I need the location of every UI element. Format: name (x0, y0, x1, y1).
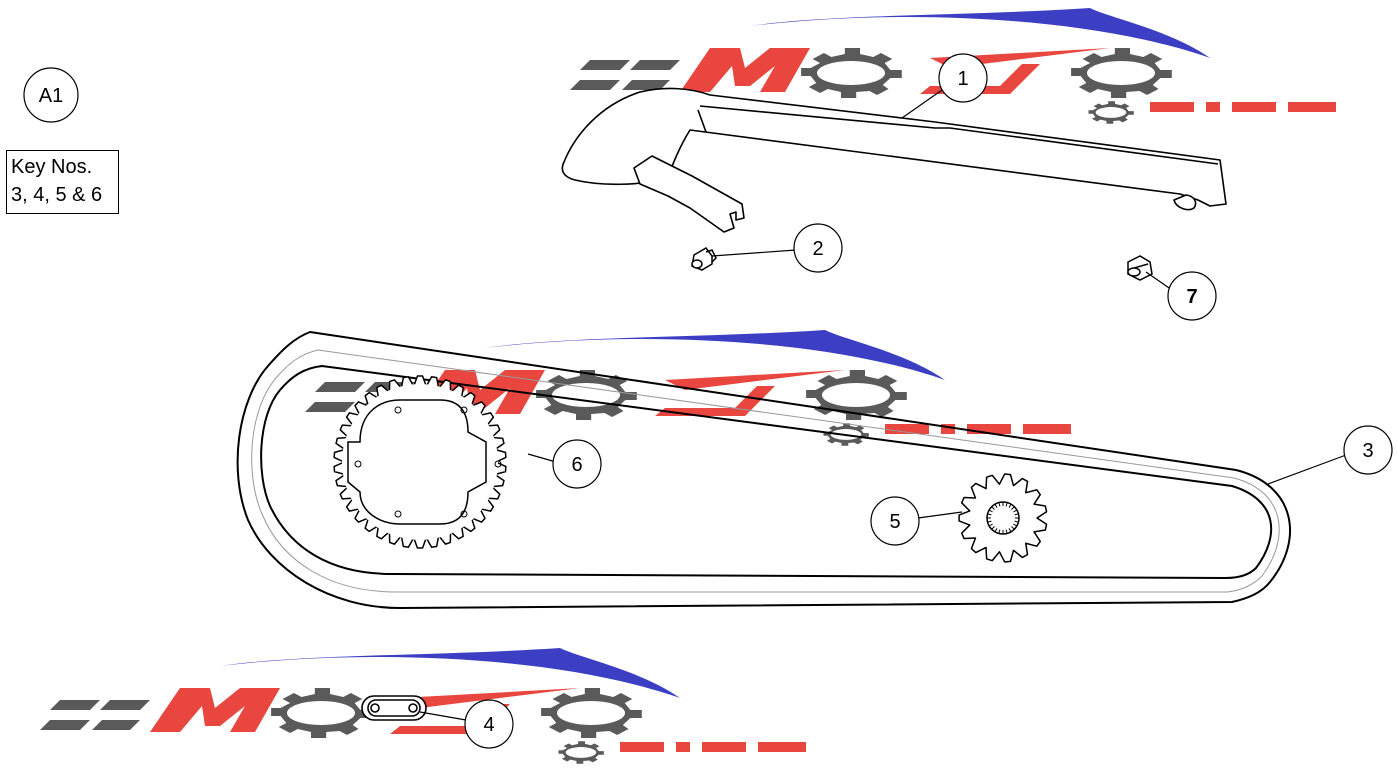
chain-guard (561, 87, 1227, 233)
drive-chain (236, 330, 1291, 610)
section-label: A1 (23, 67, 79, 123)
svg-text:5: 5 (889, 511, 900, 533)
callout-3: 3 (1343, 425, 1393, 475)
callout-5: 5 (870, 496, 920, 546)
svg-text:A1: A1 (39, 85, 63, 107)
guard-fastener (1127, 255, 1153, 281)
svg-text:4: 4 (483, 714, 494, 736)
front-sprocket (958, 473, 1048, 563)
key-numbers-box: Key Nos. 3, 4, 5 & 6 (6, 150, 119, 214)
rear-sprocket (333, 375, 507, 549)
callout-2: 2 (793, 223, 843, 273)
svg-text:1: 1 (957, 68, 968, 90)
callout-1: 1 (938, 53, 988, 103)
svg-text:6: 6 (571, 454, 582, 476)
key-box-line-2: 3, 4, 5 & 6 (11, 184, 103, 206)
callout-4: 4 (464, 699, 514, 749)
callout-7: 7 (1167, 271, 1217, 321)
leader-lines (419, 89, 1347, 721)
svg-text:3: 3 (1362, 440, 1373, 462)
callout-6: 6 (552, 439, 602, 489)
chain-guard-bolt (691, 247, 717, 271)
chain-master-link (361, 695, 427, 721)
svg-text:2: 2 (812, 238, 823, 260)
svg-text:7: 7 (1186, 286, 1197, 308)
key-box-line-1: Key Nos. (11, 156, 93, 178)
